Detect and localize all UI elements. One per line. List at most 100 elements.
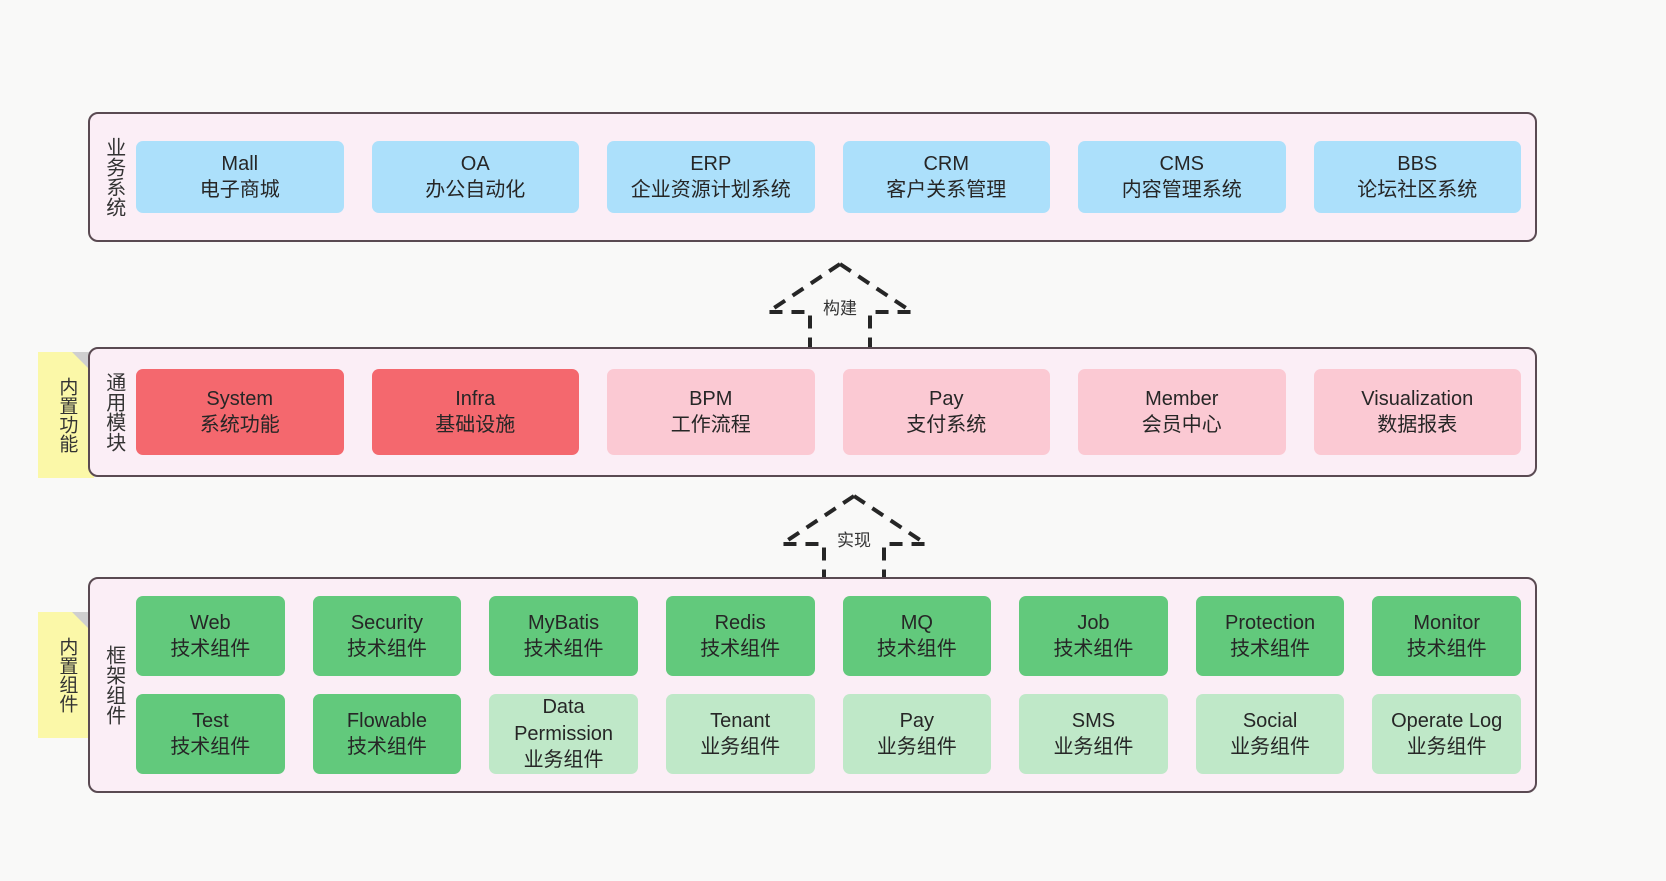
card-title-cn: 企业资源计划系统 [630,179,791,201]
card-test[interactable]: Test 技术组件 [136,694,285,774]
card-title-cn: 技术组件 [1053,638,1134,660]
card-title-cn: 技术组件 [346,638,427,660]
layer-body-framework: Web 技术组件 Security 技术组件 MyBatis 技术组件 Redi… [136,579,1535,791]
card-title-cn: 技术组件 [170,638,251,660]
card-title-en: OA [460,152,490,175]
card-title-cn: 基础设施 [435,414,516,436]
card-sms[interactable]: SMS 业务组件 [1019,694,1168,774]
card-oa[interactable]: OA 办公自动化 [371,141,579,213]
card-title-cn: 业务组件 [1053,736,1134,758]
card-title-cn: 数据报表 [1377,414,1458,436]
card-bpm[interactable]: BPM 工作流程 [607,369,815,455]
card-title-en: Monitor [1413,611,1481,634]
card-data-permission[interactable]: Data Permission 业务组件 [489,694,638,774]
card-title-cn: 支付系统 [906,414,987,436]
layer-row: System 系统功能 Infra 基础设施 BPM 工作流程 Pay 支付系统… [136,369,1521,455]
card-title-en: Operate Log [1391,709,1503,732]
card-crm[interactable]: CRM 客户关系管理 [842,141,1050,213]
card-title-cn: 技术组件 [876,638,957,660]
card-member[interactable]: Member 会员中心 [1078,369,1286,455]
card-mybatis[interactable]: MyBatis 技术组件 [489,596,638,676]
card-redis[interactable]: Redis 技术组件 [665,596,815,676]
card-title-en: CMS [1159,152,1204,175]
card-title-cn: 工作流程 [670,414,751,436]
card-title-en: Security [350,611,424,634]
card-title-en: Job [1077,611,1110,634]
card-title-en: CRM [923,152,970,175]
card-title-cn: 电子商城 [199,179,280,201]
card-operate-log[interactable]: Operate Log 业务组件 [1372,694,1521,774]
card-title-en: Member [1145,387,1219,410]
card-title-en: Mall [221,152,259,175]
layer-row: Test 技术组件 Flowable 技术组件 Data Permission … [136,694,1521,774]
sticky-note-builtin-component: 内置组件 [38,612,94,738]
card-title-cn: 客户关系管理 [886,179,1007,201]
card-title-cn: 技术组件 [523,638,604,660]
card-title-en: Redis [714,611,766,634]
card-bbs[interactable]: BBS 论坛社区系统 [1313,141,1521,213]
card-title-cn: 业务组件 [523,749,604,772]
card-title-cn: 业务组件 [1406,736,1487,758]
card-pay[interactable]: Pay 支付系统 [842,369,1050,455]
card-title-cn: 业务组件 [1230,736,1311,758]
card-title-cn: 技术组件 [1230,638,1311,660]
card-title-en: MyBatis [528,611,600,634]
card-title-cn: 业务组件 [876,736,957,758]
card-title-en: Social [1242,709,1298,732]
card-system[interactable]: System 系统功能 [136,369,344,455]
card-title-en: Data Permission [514,696,614,745]
sticky-note-builtin-feature: 内置功能 [38,352,94,478]
layer-title-common: 通用模块 [102,372,125,452]
card-erp[interactable]: ERP 企业资源计划系统 [607,141,815,213]
card-title-cn: 技术组件 [1406,638,1487,660]
card-title-en: ERP [690,152,732,175]
card-protection[interactable]: Protection 技术组件 [1195,596,1345,676]
card-visualization[interactable]: Visualization 数据报表 [1313,369,1521,455]
card-title-en: MQ [900,611,933,634]
card-infra[interactable]: Infra 基础设施 [371,369,579,455]
card-title-en: Tenant [710,709,771,732]
layer-row: Mall 电子商城 OA 办公自动化 ERP 企业资源计划系统 CRM 客户关系… [136,141,1521,213]
card-title-en: Visualization [1361,387,1474,410]
card-title-en: Flowable [346,709,427,732]
card-title-en: Web [189,611,231,634]
card-mq[interactable]: MQ 技术组件 [842,596,992,676]
card-web[interactable]: Web 技术组件 [136,596,285,676]
card-mall[interactable]: Mall 电子商城 [136,141,344,213]
card-social[interactable]: Social 业务组件 [1195,694,1345,774]
card-tenant[interactable]: Tenant 业务组件 [665,694,815,774]
layer-panel-common: 通用模块 System 系统功能 Infra 基础设施 BPM 工作流程 Pay… [88,347,1537,477]
card-title-cn: 会员中心 [1141,414,1222,436]
card-title-cn: 论坛社区系统 [1357,179,1478,201]
card-title-cn: 技术组件 [346,736,427,758]
card-title-en: Infra [455,387,496,410]
sticky-note-label: 内置功能 [56,377,78,453]
card-job[interactable]: Job 技术组件 [1019,596,1168,676]
card-security[interactable]: Security 技术组件 [312,596,462,676]
layer-title-business: 业务系统 [102,137,125,217]
layer-panel-framework: 框架组件 Web 技术组件 Security 技术组件 MyBatis 技术组件… [88,577,1537,793]
card-title-en: Protection [1225,611,1316,634]
card-title-en: SMS [1071,709,1116,732]
card-title-en: Test [191,709,229,732]
card-title-cn: 系统功能 [199,414,280,436]
card-title-cn: 内容管理系统 [1121,179,1242,201]
sticky-note-label: 内置组件 [56,637,78,713]
layer-body-common: System 系统功能 Infra 基础设施 BPM 工作流程 Pay 支付系统… [136,349,1535,475]
card-title-en: System [206,387,274,410]
layer-row: Web 技术组件 Security 技术组件 MyBatis 技术组件 Redi… [136,596,1521,676]
card-title-en: Pay [929,387,964,410]
card-title-en: Pay [899,709,935,732]
connector-build-arrow: 构建 [754,258,926,356]
card-title-en: BBS [1397,152,1438,175]
card-title-cn: 办公自动化 [425,179,526,201]
layer-body-business: Mall 电子商城 OA 办公自动化 ERP 企业资源计划系统 CRM 客户关系… [136,114,1535,240]
card-cms[interactable]: CMS 内容管理系统 [1078,141,1286,213]
card-title-en: BPM [689,387,733,410]
card-monitor[interactable]: Monitor 技术组件 [1372,596,1521,676]
card-title-cn: 业务组件 [700,736,781,758]
card-flowable[interactable]: Flowable 技术组件 [312,694,462,774]
connector-realize-arrow: 实现 [768,490,940,588]
card-pay-business[interactable]: Pay 业务组件 [842,694,992,774]
